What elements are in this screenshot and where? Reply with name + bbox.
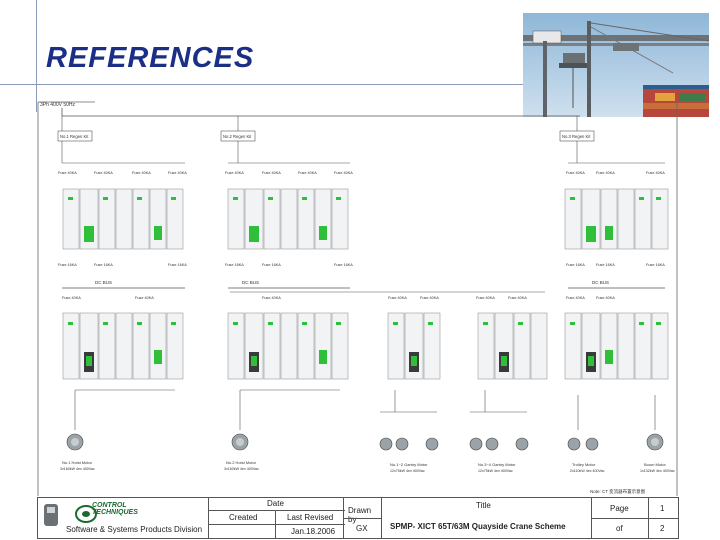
crane-photo: [523, 13, 709, 117]
fuse-label: Fuse 16KA: [58, 263, 77, 267]
fuse-label: Fuse 40KA: [94, 171, 113, 175]
page-value: 1: [660, 504, 665, 513]
regen-kit-2-label: No.2 Regen Kit: [223, 134, 252, 139]
drive-cabinets-upper-3: [564, 188, 669, 250]
fuse-label: Fuse 40KA: [225, 171, 244, 175]
fuse-label: Fuse 40KA: [508, 296, 527, 300]
fuse-label: Fuse 40KA: [135, 296, 154, 300]
motor-sub-label: 2x110kW 4ex 400Vac: [570, 469, 605, 473]
fuse-label: Fuse 16KA: [168, 263, 187, 267]
company-logo: CONTROL TECHNIQUES Software & Systems Pr…: [38, 498, 208, 538]
fuse-label: Fuse 40KA: [58, 171, 77, 175]
motor-label: No.3~4 Gantry Motor: [478, 462, 516, 467]
drive-cabinets-upper-2: [227, 188, 349, 250]
motor-label: Boom Motor: [644, 462, 666, 467]
regen-kit-3-label: No.3 Regen Kit: [562, 134, 591, 139]
fuse-label: Fuse 40KA: [262, 171, 281, 175]
revised-value: Jan.18.2006: [291, 527, 336, 536]
drive-cabinets-lower-2: [227, 312, 349, 380]
regen-kit-1: No.1 Regen Kit: [57, 116, 93, 142]
fuse-label: Fuse 40KA: [388, 296, 407, 300]
drawn-by-cell: Drawn by GX: [344, 498, 382, 538]
division-name: Software & Systems Products Division: [66, 525, 203, 534]
fuse-label: Fuse 40KA: [596, 171, 615, 175]
fuse-label: Fuse 40KA: [262, 296, 281, 300]
drive-cabinets-lower-5: [564, 312, 669, 380]
regen-kit-3: No.3 Regen Kit: [559, 116, 595, 142]
fuse-label: Fuse 40KA: [476, 296, 495, 300]
motor-icon: [646, 433, 664, 451]
fuse-label: Fuse 16KA: [596, 263, 615, 267]
fuse-label: Fuse 40KA: [334, 171, 353, 175]
dc-bus-label: DC BUS: [592, 280, 609, 285]
motor-icon: [469, 437, 529, 451]
motor-label: No.1~2 Gantry Motor: [390, 462, 428, 467]
title-label: Title: [476, 501, 491, 510]
motor-icon: [567, 437, 599, 451]
brand-line-2: TECHNIQUES: [92, 509, 138, 516]
drive-cabinets-lower-4: [477, 312, 548, 380]
motor-sub-label: 12x75kW 4ex 400Vac: [390, 469, 425, 473]
date-cell: Date Created Last Revised Jan.18.2006: [208, 498, 345, 538]
fuse-label: Fuse 40KA: [566, 296, 585, 300]
fuse-label: Fuse 16KA: [334, 263, 353, 267]
fuse-label: Fuse 40KA: [566, 171, 585, 175]
drive-cabinets-lower-1: [62, 312, 184, 380]
motor-label: No.1 Hoist Motor: [62, 460, 93, 465]
dc-bus-label: DC BUS: [95, 280, 112, 285]
fuse-label: Fuse 40KA: [132, 171, 151, 175]
regen-kit-2: No.2 Regen Kit: [220, 116, 256, 142]
date-label: Date: [267, 499, 284, 508]
fuse-label: Fuse 16KA: [225, 263, 244, 267]
title-cell: Title SPMP- XICT 65T/63M Quayside Crane …: [382, 498, 592, 538]
motor-sub-label: 12x75kW 4ex 400Vac: [478, 469, 513, 473]
created-label: Created: [229, 513, 258, 522]
fuse-label: Fuse 16KA: [94, 263, 113, 267]
of-value: 2: [660, 524, 665, 533]
title-horizontal-rule: [0, 84, 560, 85]
brand-name: CONTROL TECHNIQUES: [92, 502, 138, 516]
supply-label: 3Ph 400V 50Hz: [40, 102, 76, 108]
control-techniques-logo-icon: [44, 504, 97, 526]
motor-label: No.2 Hoist Motor: [226, 460, 257, 465]
fuse-label: Fuse 16KA: [262, 263, 281, 267]
motor-icon: [379, 437, 439, 451]
motor-icon: [231, 433, 249, 451]
slide-title: REFERENCES: [46, 42, 255, 74]
fuse-label: Fuse 40KA: [168, 171, 187, 175]
of-label: of: [616, 524, 623, 533]
motor-label: Trolley Motor: [572, 462, 596, 467]
fuse-label: Fuse 40KA: [420, 296, 439, 300]
drive-cabinets-lower-3: [387, 312, 441, 380]
fuse-label: Fuse 40KA: [646, 171, 665, 175]
drive-cabinets-upper-1: [62, 188, 184, 250]
title-vertical-rule: [36, 0, 37, 112]
title-value: SPMP- XICT 65T/63M Quayside Crane Scheme: [390, 522, 566, 531]
fuse-label: Fuse 16KA: [646, 263, 665, 267]
motor-sub-label: 1x132kW 4ex 400Vac: [640, 469, 675, 473]
dc-bus-label: DC BUS: [242, 280, 259, 285]
diagram-frame: [37, 101, 678, 496]
fuse-label: Fuse 40KA: [596, 296, 615, 300]
motor-sub-label: 3x160kW 4ex 400Vac: [224, 467, 259, 471]
diagram-note: Note: CT 变流器布置示意图: [590, 488, 646, 495]
brand-line-1: CONTROL: [92, 502, 127, 509]
title-block: CONTROL TECHNIQUES Software & Systems Pr…: [37, 497, 679, 539]
page-label: Page: [610, 504, 629, 513]
fuse-label: Fuse 40KA: [298, 171, 317, 175]
motor-sub-label: 3x160kW 4ex 400Vac: [60, 467, 95, 471]
drawn-by-value: GX: [356, 524, 368, 533]
fuse-label: Fuse 16KA: [566, 263, 585, 267]
drawn-by-label: Drawn by: [348, 506, 372, 524]
regen-kit-1-label: No.1 Regen Kit: [60, 134, 89, 139]
motor-icon: [66, 433, 84, 451]
revised-label: Last Revised: [287, 513, 334, 522]
page-cell: Page 1 of 2: [592, 498, 678, 538]
fuse-label: Fuse 40KA: [62, 296, 81, 300]
